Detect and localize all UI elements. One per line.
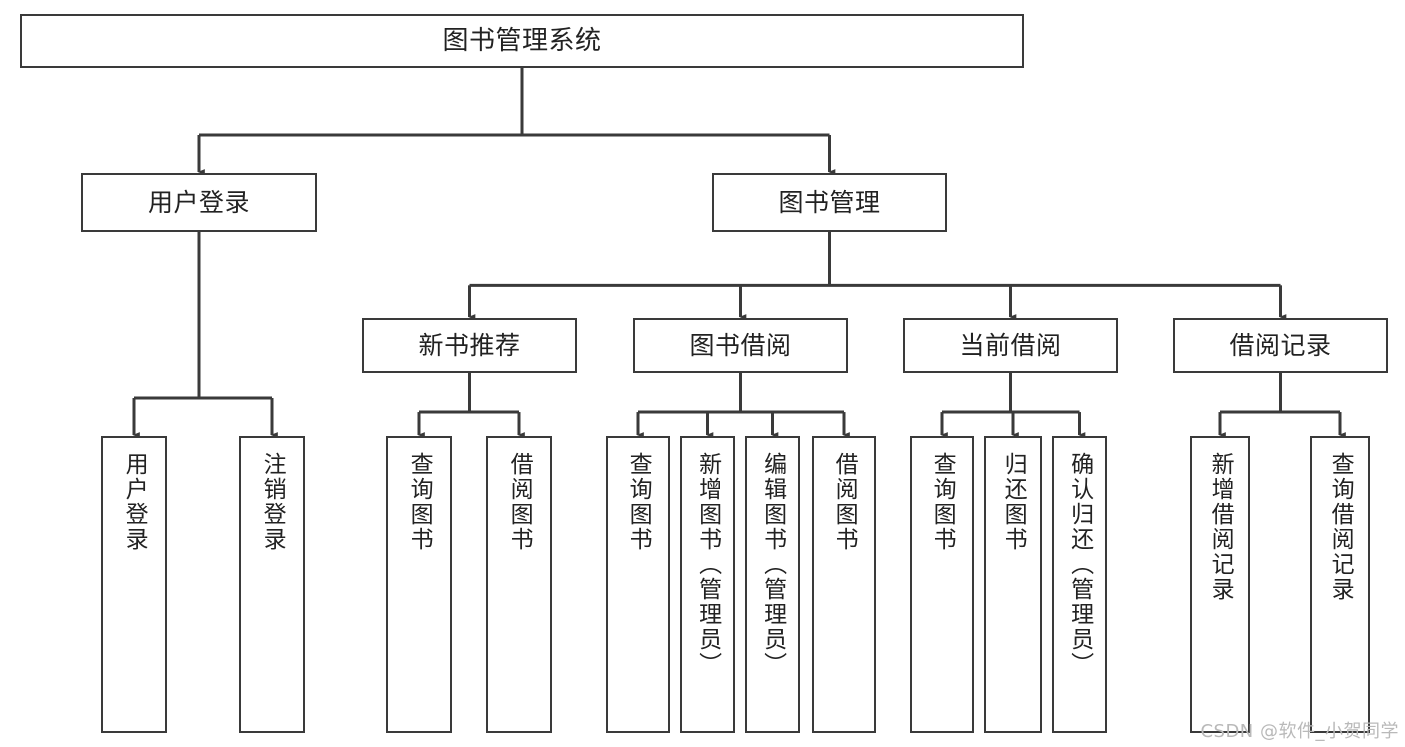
node-leaf-query-book-1[interactable]: 查询图书	[386, 436, 452, 733]
node-label: 查询图书	[929, 452, 956, 552]
node-leaf-query-record[interactable]: 查询借阅记录	[1310, 436, 1370, 733]
node-label: 用户登录	[147, 187, 250, 217]
node-borrow-record[interactable]: 借阅记录	[1173, 318, 1388, 373]
watermark: CSDN @软件_小贺同学	[1200, 721, 1399, 742]
node-leaf-add-record[interactable]: 新增借阅记录	[1190, 436, 1250, 733]
node-label: 图书借阅	[689, 330, 792, 360]
node-user-login[interactable]: 用户登录	[81, 173, 317, 232]
node-leaf-logout[interactable]: 注销登录	[239, 436, 305, 733]
node-label: 注销登录	[259, 452, 286, 552]
node-label: 归还图书	[1000, 452, 1027, 552]
node-leaf-return-book[interactable]: 归还图书	[984, 436, 1042, 733]
node-label: 查询借阅记录	[1327, 452, 1354, 602]
node-label: 当前借阅	[959, 330, 1062, 360]
node-label: 新增图书（管理员）	[694, 452, 721, 677]
node-leaf-user-login[interactable]: 用户登录	[101, 436, 167, 733]
node-label: 借阅记录	[1229, 330, 1332, 360]
node-label: 确认归还（管理员）	[1066, 452, 1093, 677]
node-book-manage[interactable]: 图书管理	[712, 173, 947, 232]
node-leaf-confirm-return[interactable]: 确认归还（管理员）	[1052, 436, 1107, 733]
node-leaf-borrow-book-2[interactable]: 借阅图书	[812, 436, 876, 733]
node-label: 用户登录	[121, 452, 148, 552]
node-label: 新书推荐	[418, 330, 521, 360]
node-leaf-query-book-2[interactable]: 查询图书	[606, 436, 670, 733]
node-book-borrow[interactable]: 图书借阅	[633, 318, 848, 373]
node-current-borrow[interactable]: 当前借阅	[903, 318, 1118, 373]
node-leaf-query-book-3[interactable]: 查询图书	[910, 436, 974, 733]
node-label: 借阅图书	[506, 452, 533, 552]
node-label: 查询图书	[625, 452, 652, 552]
node-leaf-borrow-book-1[interactable]: 借阅图书	[486, 436, 552, 733]
node-label: 借阅图书	[831, 452, 858, 552]
node-label: 新增借阅记录	[1207, 452, 1234, 602]
node-root[interactable]: 图书管理系统	[20, 14, 1024, 68]
node-new-book-rec[interactable]: 新书推荐	[362, 318, 577, 373]
node-label: 图书管理	[778, 187, 881, 217]
node-leaf-edit-book[interactable]: 编辑图书（管理员）	[745, 436, 800, 733]
node-label: 编辑图书（管理员）	[759, 452, 786, 677]
node-leaf-add-book[interactable]: 新增图书（管理员）	[680, 436, 735, 733]
node-label: 图书管理系统	[442, 25, 602, 56]
node-label: 查询图书	[406, 452, 433, 552]
